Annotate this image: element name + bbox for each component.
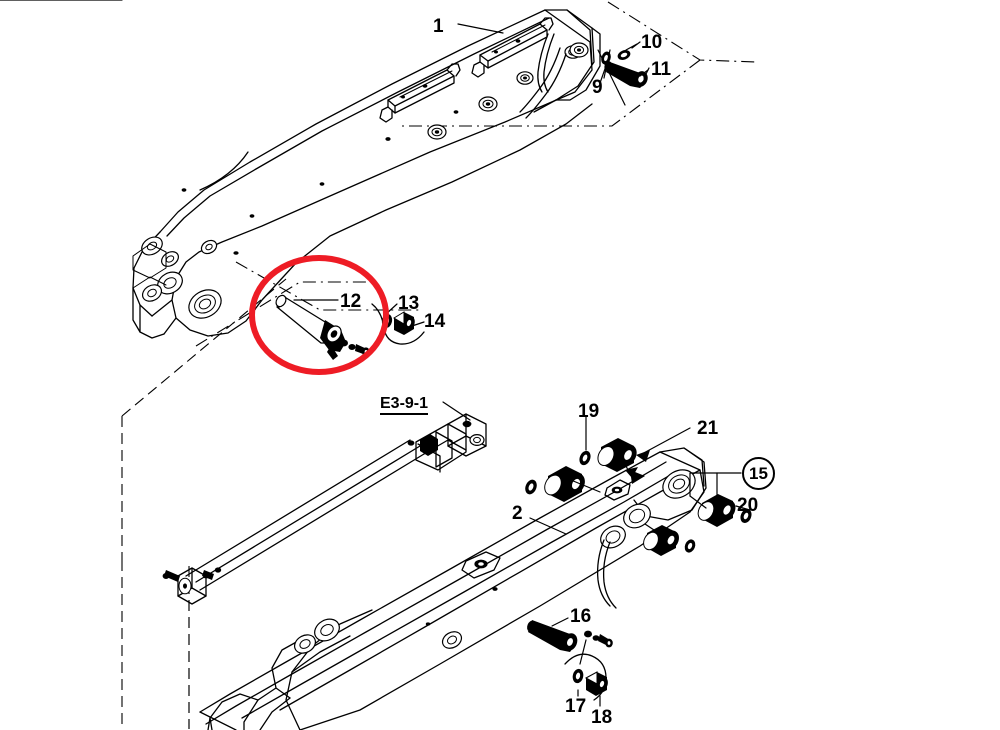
callout-label-18[interactable]: 18 bbox=[591, 707, 613, 728]
callout-label-14[interactable]: 14 bbox=[424, 311, 446, 332]
washer-upper[interactable] bbox=[616, 48, 632, 61]
leader-item-10 bbox=[625, 43, 638, 51]
boom-main-weldment[interactable] bbox=[132, 9, 601, 339]
callout-label-2[interactable]: 2 bbox=[512, 503, 523, 524]
bushing-leaders bbox=[565, 449, 707, 535]
balloon-15-leaders bbox=[689, 472, 742, 513]
hydraulic-cylinder[interactable] bbox=[162, 413, 487, 605]
pin-lower[interactable] bbox=[526, 619, 613, 653]
callout-label-12[interactable]: 12 bbox=[340, 291, 362, 312]
callout-label-21[interactable]: 21 bbox=[697, 418, 719, 439]
callout-balloon-15[interactable]: 15 bbox=[742, 457, 775, 490]
callout-label-1[interactable]: 1 bbox=[433, 16, 444, 37]
leader-bolts-lower bbox=[579, 639, 587, 665]
red-ellipse-highlight bbox=[249, 255, 389, 375]
leader-item-11 bbox=[639, 69, 649, 77]
leader-item-1 bbox=[457, 23, 504, 34]
reference-label-e3-9-1[interactable]: E3-9-1 bbox=[380, 396, 429, 415]
leader-item-21 bbox=[639, 427, 691, 456]
callout-label-17[interactable]: 17 bbox=[565, 696, 587, 717]
callout-label-9[interactable]: 9 bbox=[592, 77, 603, 98]
bushing-group[interactable] bbox=[523, 438, 753, 556]
boom-pivot-pin[interactable] bbox=[274, 294, 370, 360]
leader-item-2 bbox=[529, 517, 567, 535]
hose-guide-rail-b bbox=[471, 17, 554, 78]
leader-item-20 bbox=[735, 505, 751, 511]
arm-main-weldment[interactable] bbox=[199, 447, 707, 730]
bushing-a[interactable] bbox=[541, 466, 588, 502]
leader-item-9 bbox=[599, 65, 607, 84]
leader-ref-e3-9-1 bbox=[442, 401, 471, 421]
arrow-item-21 bbox=[636, 450, 650, 462]
bucket-linkage-stub bbox=[199, 711, 237, 730]
bushing-d[interactable] bbox=[641, 525, 682, 556]
callout-label-16[interactable]: 16 bbox=[570, 606, 592, 627]
leader-item-16 bbox=[551, 617, 569, 627]
callout-label-20[interactable]: 20 bbox=[737, 495, 759, 516]
grease-fitting[interactable] bbox=[393, 311, 417, 335]
section-boundary-lines bbox=[121, 1, 758, 729]
o-ring-lower[interactable] bbox=[571, 668, 584, 684]
hose-guide-rail-a bbox=[379, 63, 461, 123]
lower-small-parts-group[interactable] bbox=[526, 617, 613, 707]
callout-label-19[interactable]: 19 bbox=[578, 401, 600, 422]
callout-label-11[interactable]: 11 bbox=[651, 59, 672, 80]
callout-label-10[interactable]: 10 bbox=[641, 32, 663, 53]
callout-label-13[interactable]: 13 bbox=[398, 293, 420, 314]
leader-item-14 bbox=[411, 321, 425, 327]
